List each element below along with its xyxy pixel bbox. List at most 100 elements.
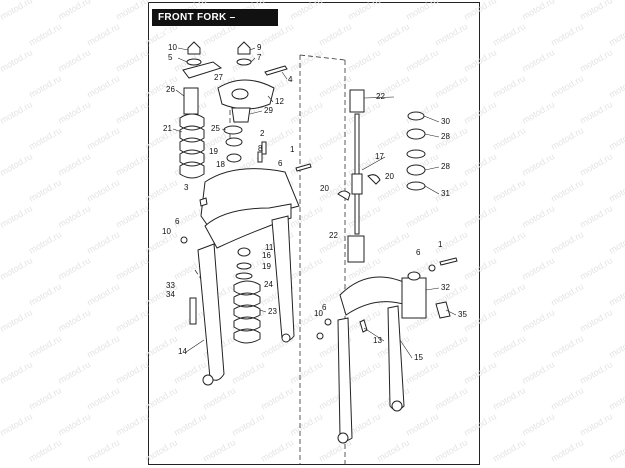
- watermark-text: motod.ru: [607, 229, 625, 255]
- watermark-text: motod.ru: [607, 73, 625, 99]
- watermark-text: motod.ru: [27, 125, 63, 151]
- clip-20-left: [337, 190, 351, 201]
- callout-22-lower: 22: [329, 231, 338, 240]
- screw-3: [199, 197, 208, 207]
- watermark-text: motod.ru: [288, 99, 324, 125]
- watermark-text: motod.ru: [85, 73, 121, 99]
- callout-20-left: 20: [320, 184, 329, 193]
- callout-27: 27: [214, 73, 223, 82]
- watermark-text: motod.ru: [27, 229, 63, 255]
- callout-26: 26: [166, 85, 175, 94]
- watermark-text: motod.ru: [578, 47, 614, 73]
- watermark-text: motod.ru: [85, 281, 121, 307]
- watermark-text: motod.ru: [520, 47, 556, 73]
- axle-lug-right: [391, 400, 403, 412]
- fork-slider-pair: [204, 203, 292, 249]
- pin-2: [261, 141, 267, 155]
- callout-1-lower: 1: [438, 240, 443, 249]
- watermark-text: motod.ru: [491, 229, 527, 255]
- watermark-text: motod.ru: [607, 385, 625, 411]
- callout-19-top: 19: [209, 147, 218, 156]
- diagram-title: FRONT FORK – FXSTS/I: [152, 9, 278, 40]
- watermark-text: motod.ru: [433, 385, 469, 411]
- callout-6-right: 6: [416, 248, 421, 257]
- watermark-text: motod.ru: [114, 359, 150, 385]
- watermark-text: motod.ru: [0, 151, 34, 177]
- watermark-text: motod.ru: [520, 255, 556, 281]
- spring-23: [233, 280, 261, 344]
- seal-18: [226, 153, 242, 163]
- watermark-text: motod.ru: [578, 411, 614, 437]
- bracket-hole: [231, 88, 249, 100]
- watermark-text: motod.ru: [491, 437, 527, 463]
- callout-25: 25: [211, 124, 220, 133]
- nut-10-left: [180, 236, 188, 244]
- callout-33: 33: [166, 281, 175, 290]
- race-upper: [406, 149, 426, 159]
- watermark-text: motod.ru: [288, 255, 324, 281]
- watermark-text: motod.ru: [114, 47, 150, 73]
- watermark-text: motod.ru: [56, 0, 92, 22]
- watermark-text: motod.ru: [346, 203, 382, 229]
- spacer-26: [183, 87, 199, 115]
- watermark-text: motod.ru: [549, 177, 585, 203]
- watermark-text: motod.ru: [404, 203, 440, 229]
- callout-35: 35: [458, 310, 467, 319]
- watermark-text: motod.ru: [404, 99, 440, 125]
- watermark-text: motod.ru: [433, 177, 469, 203]
- bolt-1-upper: [295, 163, 312, 172]
- watermark-text: motod.ru: [143, 333, 179, 359]
- watermark-text: motod.ru: [578, 203, 614, 229]
- watermark-text: motod.ru: [27, 177, 63, 203]
- callout-15: 15: [414, 353, 423, 362]
- watermark-text: motod.ru: [520, 307, 556, 333]
- callout-20-right: 20: [385, 172, 394, 181]
- watermark-text: motod.ru: [433, 333, 469, 359]
- callout-19-lower: 19: [262, 262, 271, 271]
- watermark-text: motod.ru: [259, 385, 295, 411]
- watermark-text: motod.ru: [143, 385, 179, 411]
- nut-10-lower: [316, 332, 324, 340]
- fork-leg-15: [387, 305, 405, 411]
- watermark-text: motod.ru: [462, 203, 498, 229]
- watermark-text: motod.ru: [433, 21, 469, 47]
- watermark-text: motod.ru: [85, 333, 121, 359]
- watermark-text: motod.ru: [288, 411, 324, 437]
- watermark-text: motod.ru: [85, 437, 121, 463]
- callout-31: 31: [441, 189, 450, 198]
- watermark-text: motod.ru: [549, 333, 585, 359]
- watermark-text: motod.ru: [85, 229, 121, 255]
- callout-10-top: 10: [168, 43, 177, 52]
- watermark-text: motod.ru: [172, 359, 208, 385]
- watermark-text: motod.ru: [230, 359, 266, 385]
- axle-boss-right: [281, 333, 291, 343]
- callout-28-lower: 28: [441, 162, 450, 171]
- watermark-text: motod.ru: [549, 21, 585, 47]
- callout-29: 29: [264, 106, 273, 115]
- watermark-text: motod.ru: [317, 73, 353, 99]
- watermark-text: motod.ru: [56, 47, 92, 73]
- watermark-text: motod.ru: [143, 437, 179, 463]
- watermark-text: motod.ru: [27, 281, 63, 307]
- watermark-text: motod.ru: [607, 437, 625, 463]
- watermark-text: motod.ru: [317, 125, 353, 151]
- callout-7: 7: [257, 53, 262, 62]
- watermark-text: motod.ru: [375, 21, 411, 47]
- watermark-text: motod.ru: [578, 0, 614, 22]
- plate-33-34: [189, 297, 197, 325]
- watermark-text: motod.ru: [0, 307, 34, 333]
- watermark-text: motod.ru: [491, 73, 527, 99]
- watermark-text: motod.ru: [433, 125, 469, 151]
- watermark-text: motod.ru: [85, 385, 121, 411]
- callout-6-left: 6: [175, 217, 180, 226]
- bearing-19: [225, 137, 243, 147]
- watermark-text: motod.ru: [288, 47, 324, 73]
- watermark-text: motod.ru: [56, 255, 92, 281]
- watermark-text: motod.ru: [230, 411, 266, 437]
- watermark-text: motod.ru: [346, 47, 382, 73]
- watermark-text: motod.ru: [114, 255, 150, 281]
- watermark-text: motod.ru: [607, 177, 625, 203]
- watermark-text: motod.ru: [520, 0, 556, 22]
- diagram-frame: [148, 2, 480, 465]
- cap-nut-10: [187, 41, 201, 55]
